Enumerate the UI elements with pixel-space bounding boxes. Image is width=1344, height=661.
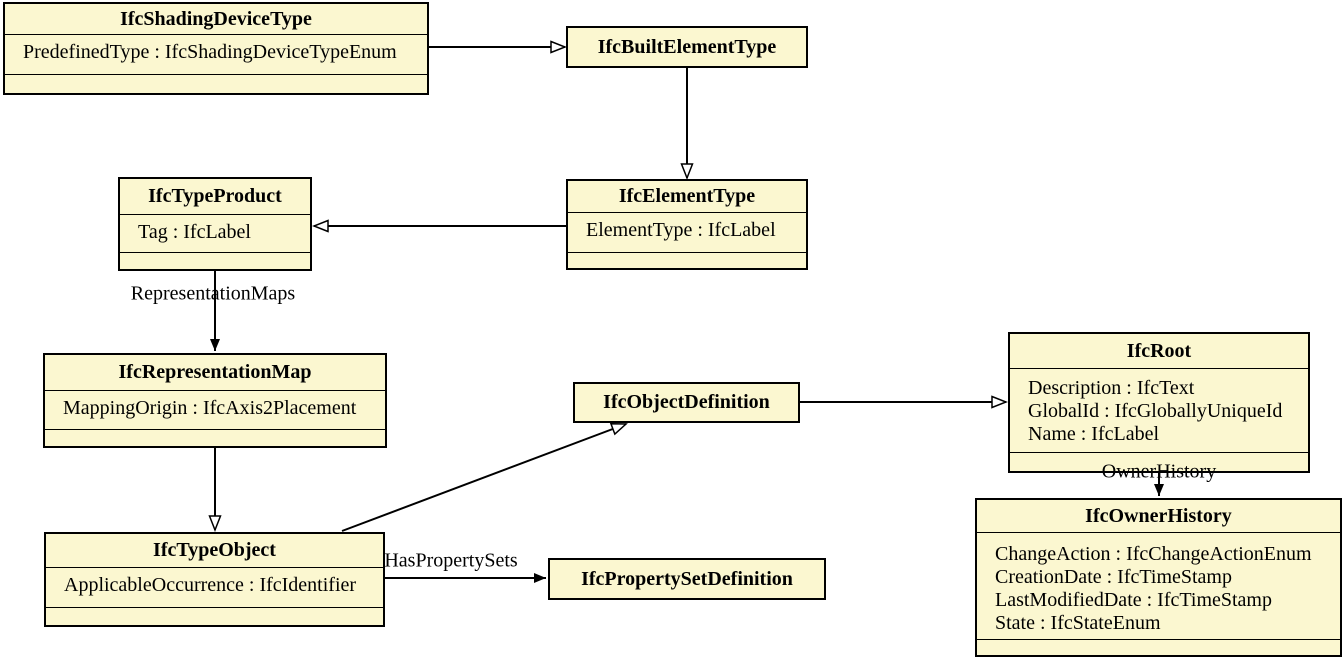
edge-label-representationmaps: RepresentationMaps [130,282,296,305]
attribute: PredefinedType : IfcShadingDeviceTypeEnu… [23,41,397,63]
class-title: IfcRoot [1126,339,1192,362]
class-title: IfcTypeProduct [148,185,282,207]
class-attributes: ElementType : IfcLabel [568,212,806,252]
attribute: Description : IfcText [1028,377,1195,399]
class-attributes: Description : IfcText GlobalId : IfcGlob… [1010,368,1308,452]
class-ifcrepresentationmap[interactable]: IfcRepresentationMap MappingOrigin : Ifc… [43,353,387,448]
class-ifcownerhistory[interactable]: IfcOwnerHistory ChangeAction : IfcChange… [975,498,1342,657]
class-empty-section [1010,452,1308,471]
class-empty-section [568,252,806,268]
class-ifcbuiltelementtype[interactable]: IfcBuiltElementType [566,26,808,68]
edge-typeobject-to-objectdefinition [341,424,626,532]
class-title: IfcBuiltElementType [597,35,777,58]
class-ifcshadingdevicetype[interactable]: IfcShadingDeviceType PredefinedType : If… [3,2,429,95]
class-title: IfcPropertySetDefinition [581,567,793,590]
attribute: ElementType : IfcLabel [586,219,776,241]
class-attributes: Tag : IfcLabel [120,214,310,252]
class-attributes: ApplicableOccurrence : IfcIdentifier [46,567,383,607]
class-ifctypeproduct[interactable]: IfcTypeProduct Tag : IfcLabel [118,177,312,271]
attribute: MappingOrigin : IfcAxis2Placement [63,397,357,419]
class-ifctypeobject[interactable]: IfcTypeObject ApplicableOccurrence : Ifc… [44,532,385,627]
class-ifcroot[interactable]: IfcRoot Description : IfcText GlobalId :… [1008,332,1310,473]
class-empty-section [46,607,383,625]
edge-label-haspropertysets: HasPropertySets [384,549,518,572]
class-attributes: MappingOrigin : IfcAxis2Placement [45,390,385,429]
class-attributes: PredefinedType : IfcShadingDeviceTypeEnu… [5,34,427,74]
attribute: GlobalId : IfcGloballyUniqueId [1028,400,1283,422]
class-title: IfcOwnerHistory [1085,504,1232,527]
attribute: State : IfcStateEnum [995,612,1161,634]
attribute: LastModifiedDate : IfcTimeStamp [995,589,1272,611]
class-title: IfcRepresentationMap [118,361,312,383]
class-attributes: ChangeAction : IfcChangeActionEnum Creat… [977,532,1340,639]
class-empty-section [977,639,1340,655]
class-title: IfcTypeObject [153,539,276,561]
edge-label-ownerhistory: OwnerHistory [1101,460,1217,483]
class-empty-section [120,252,310,269]
class-title: IfcShadingDeviceType [120,7,312,30]
class-ifcelementtype[interactable]: IfcElementType ElementType : IfcLabel [566,179,808,270]
attribute: CreationDate : IfcTimeStamp [995,566,1232,588]
attribute: ApplicableOccurrence : IfcIdentifier [64,574,357,596]
class-empty-section [5,74,427,93]
attribute: Tag : IfcLabel [138,221,251,243]
attribute: ChangeAction : IfcChangeActionEnum [995,543,1312,565]
class-empty-section [45,429,385,446]
class-ifcobjectdefinition[interactable]: IfcObjectDefinition [573,382,800,423]
class-title: IfcObjectDefinition [603,391,770,413]
class-ifcpropertysetdefinition[interactable]: IfcPropertySetDefinition [548,558,826,600]
attribute: Name : IfcLabel [1028,423,1160,445]
class-title: IfcElementType [618,185,756,207]
